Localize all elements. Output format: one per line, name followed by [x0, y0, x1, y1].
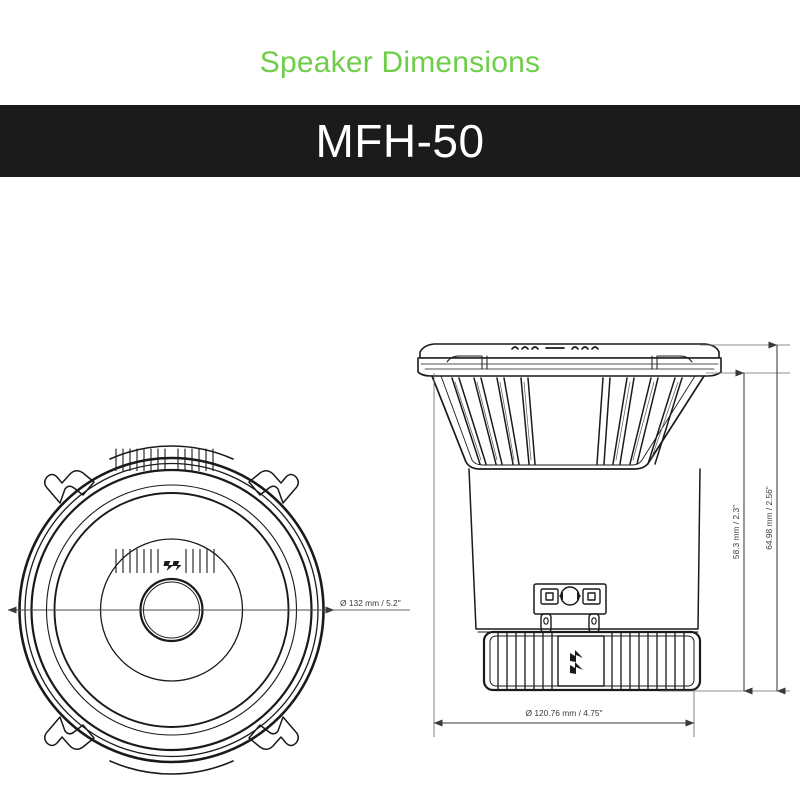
mounting-diameter-label: Ø 120.76 mm / 4.75" — [526, 708, 603, 718]
side-view — [417, 343, 722, 692]
surround-rib-band-bottom — [109, 549, 234, 775]
basket-spoke-shading — [454, 381, 679, 461]
mounting-tab-bottom-right — [248, 716, 299, 750]
overall-depth-dimension: 64.98 mm / 2.56" — [764, 341, 786, 695]
magnet-logo-plate — [557, 635, 605, 687]
mounting-depth-dimension: 58.3 mm / 2.3" — [731, 369, 753, 695]
page-title: Speaker Dimensions — [259, 46, 541, 79]
mounting-tab-top-left — [44, 470, 95, 504]
magnet-fin-assembly — [482, 630, 702, 692]
basket-outline-inner — [440, 375, 696, 466]
mounting-tab-bottom-left — [44, 716, 95, 750]
terminal-block — [533, 583, 607, 634]
surround-rib-texture — [511, 346, 599, 350]
basket-spokes-right — [596, 377, 683, 465]
technical-drawing-area: Ø 132 mm / 5.2" — [0, 177, 800, 800]
mounting-tab-top-right — [248, 470, 299, 504]
overall-depth-label: 64.98 mm / 2.56" — [764, 486, 774, 550]
flange-top-profile — [419, 343, 720, 359]
terminal-post-left — [540, 613, 552, 634]
mounting-flange — [417, 343, 722, 377]
model-name: MFH-50 — [315, 115, 485, 167]
brand-logo-front — [163, 561, 182, 571]
back-plate-profile — [468, 468, 701, 630]
flange-lower-band — [417, 357, 722, 377]
terminal-right-pad — [582, 588, 601, 605]
terminal-center-boss — [560, 586, 580, 606]
front-view-diameter-dimension: Ø 132 mm / 5.2" — [7, 598, 410, 614]
model-banner: MFH-50 — [0, 105, 800, 177]
page-title-bar: Speaker Dimensions — [0, 40, 800, 86]
side-view-dimensions — [433, 344, 790, 737]
mounting-tabs — [44, 470, 299, 750]
brand-logo-magnet — [570, 650, 583, 674]
basket-outline — [431, 375, 705, 470]
mounting-diameter-dimension: Ø 120.76 mm / 4.75" — [433, 708, 695, 727]
basket-spokes-left — [451, 377, 536, 465]
overall-diameter-label: Ø 132 mm / 5.2" — [340, 598, 401, 608]
terminal-post-right — [588, 613, 600, 634]
surround-rib-band-top — [109, 445, 234, 471]
mounting-depth-label: 58.3 mm / 2.3" — [731, 505, 741, 559]
terminal-left-pad — [540, 588, 559, 605]
speaker-technical-drawing: Ø 132 mm / 5.2" — [7, 341, 790, 775]
